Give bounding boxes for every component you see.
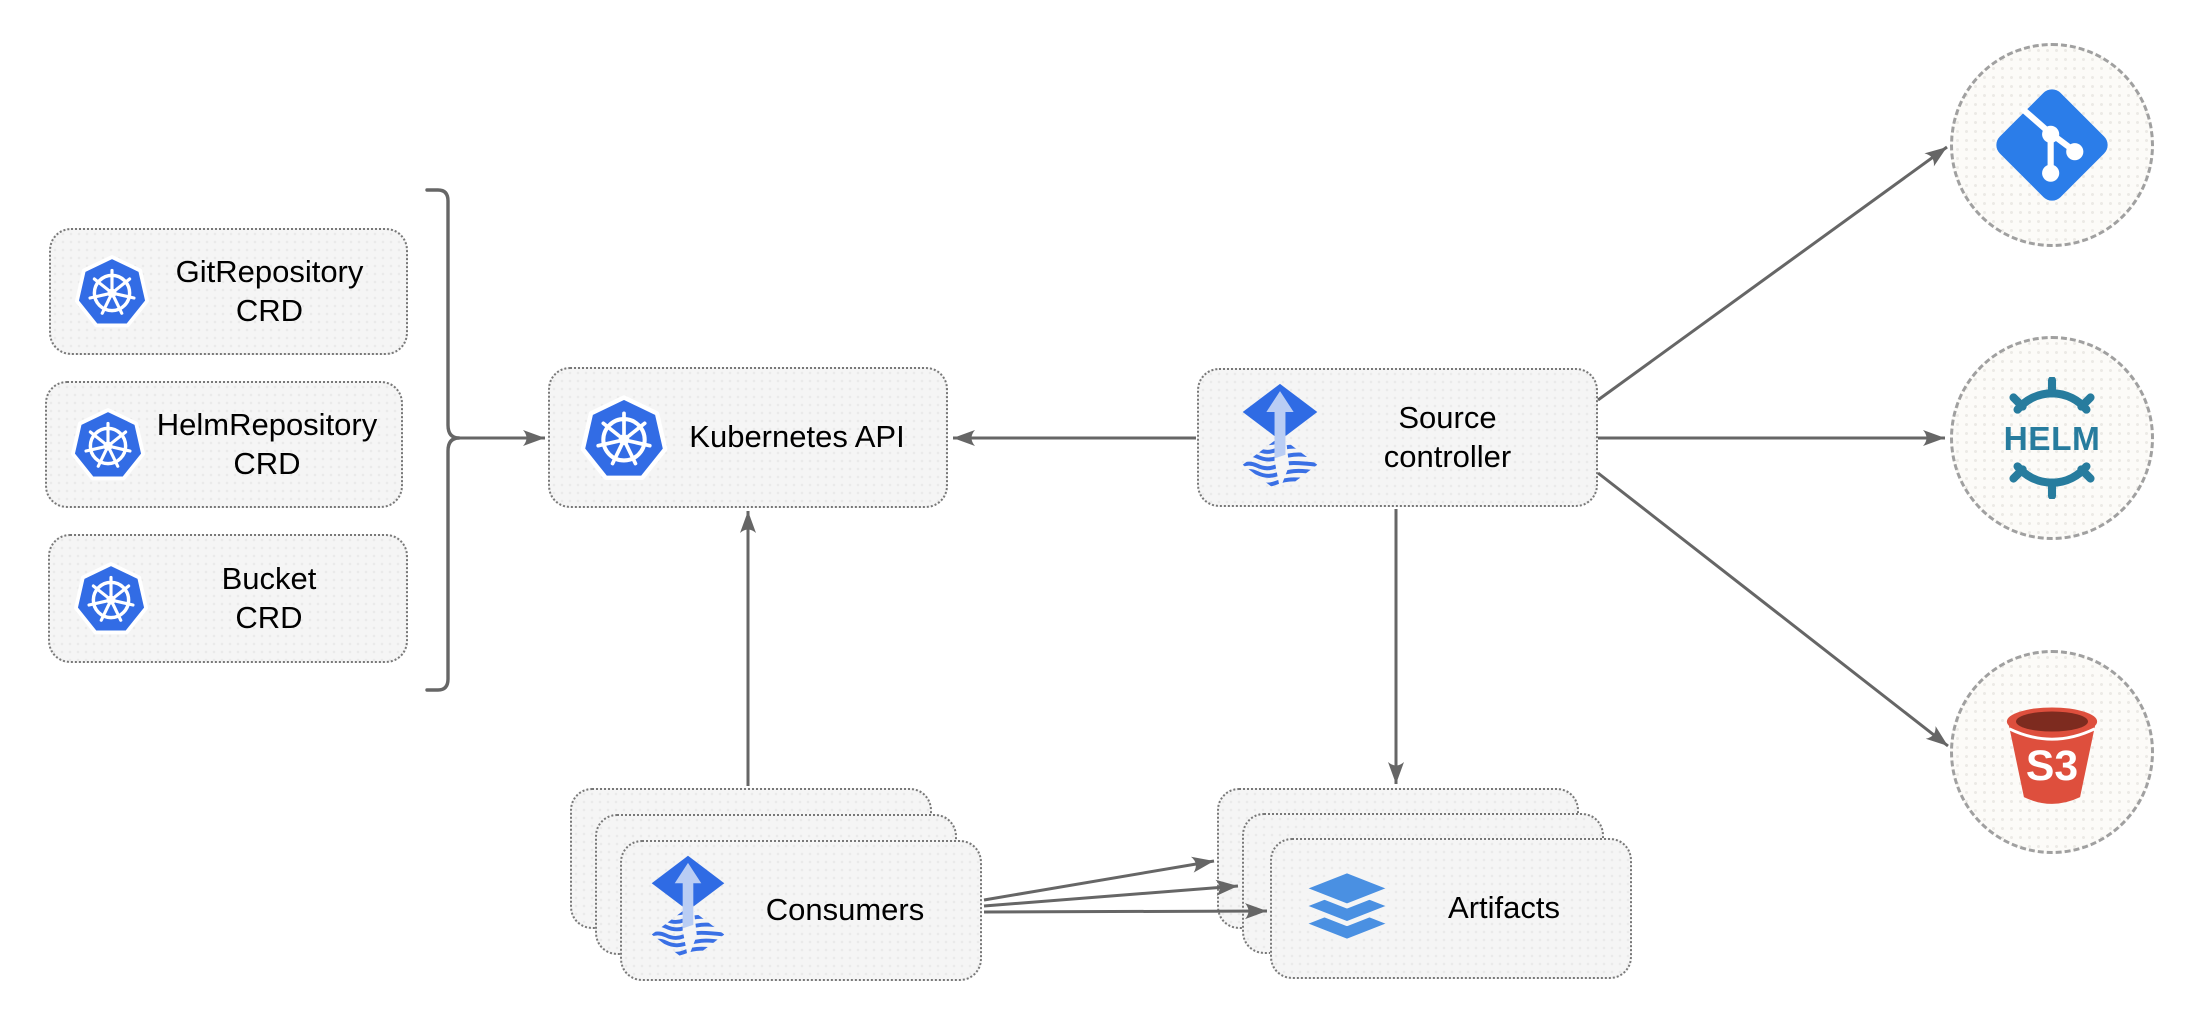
- git-icon: [1985, 78, 2119, 212]
- node-kubernetes-api: Kubernetes API: [548, 367, 948, 508]
- node-sublabel: CRD: [233, 445, 301, 481]
- layers-icon: [1298, 861, 1396, 956]
- kubernetes-icon: [578, 394, 670, 482]
- node-consumers-stack: Consumers: [570, 788, 984, 982]
- node-artifacts: Artifacts: [1270, 838, 1632, 979]
- node-bucket-crd: Bucket CRD: [48, 534, 408, 663]
- edge-source-controller-to-s3: [1597, 471, 1949, 748]
- node-label: Bucket: [221, 561, 317, 597]
- node-helmrepository-crd: HelmRepository CRD: [45, 381, 403, 508]
- node-label: Kubernetes API: [689, 419, 905, 455]
- node-sublabel: CRD: [235, 292, 304, 328]
- node-consumers: Consumers: [620, 840, 982, 981]
- node-label: Source: [1398, 400, 1497, 436]
- helm-logo-text: HELM: [2004, 421, 2101, 458]
- edge-consumers-to-artifacts-1: [983, 856, 1215, 902]
- crd-group-bracket: [425, 188, 461, 692]
- s3-bucket-icon: S3: [2005, 706, 2099, 806]
- node-git: [1950, 43, 2154, 247]
- node-helm: HELM: [1950, 336, 2154, 540]
- node-source-controller: Source controller: [1197, 368, 1598, 507]
- node-label: Consumers: [765, 892, 925, 928]
- kubernetes-icon: [72, 561, 150, 636]
- node-label: Artifacts: [1448, 890, 1560, 926]
- node-label: GitRepository: [175, 254, 364, 290]
- node-label: HelmRepository: [156, 407, 378, 443]
- kubernetes-icon: [69, 407, 147, 482]
- node-sublabel: CRD: [235, 599, 303, 635]
- node-label-2: controller: [1383, 438, 1512, 474]
- node-s3: S3: [1950, 650, 2154, 854]
- node-artifacts-stack: Artifacts: [1217, 788, 1633, 982]
- kubernetes-icon: [73, 254, 151, 329]
- edge-source-controller-to-git: [1597, 145, 1948, 402]
- edge-consumers-to-artifacts-2: [983, 879, 1239, 908]
- s3-logo-text: S3: [2026, 742, 2078, 790]
- flux-icon: [1239, 382, 1321, 493]
- flux-icon: [648, 854, 728, 967]
- helm-icon: HELM: [2004, 377, 2101, 499]
- node-gitrepository-crd: GitRepository CRD: [49, 228, 408, 355]
